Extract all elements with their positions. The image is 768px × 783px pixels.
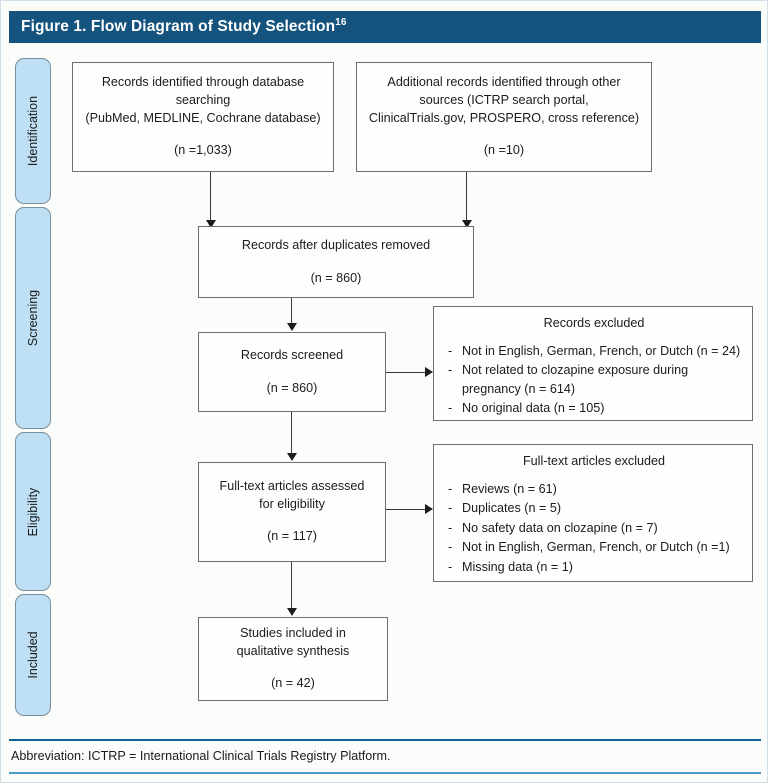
list-item: No safety data on clozapine (n = 7) bbox=[446, 519, 742, 538]
figure-title-bar: Figure 1. Flow Diagram of Study Selectio… bbox=[9, 11, 761, 43]
stage-label-screening: Screening bbox=[26, 289, 40, 347]
box-fulltext-assessed: Full-text articles assessed for eligibil… bbox=[198, 462, 386, 562]
arrowhead-other-to-duplicates bbox=[462, 220, 472, 228]
stage-tab-included: Included bbox=[15, 594, 51, 716]
box-other-sources-line1: Additional records identified through ot… bbox=[387, 74, 621, 89]
stage-tab-eligibility: Eligibility bbox=[15, 432, 51, 591]
box-records-excluded-heading: Records excluded bbox=[543, 316, 645, 330]
arrowhead-fulltext-to-included bbox=[287, 608, 297, 616]
box-duplicates-removed: Records after duplicates removed (n = 86… bbox=[198, 226, 474, 298]
box-fulltext-assessed-line1: Full-text articles assessed bbox=[219, 478, 365, 493]
list-item: Not in English, German, French, or Dutch… bbox=[446, 342, 742, 361]
list-item: Not in English, German, French, or Dutch… bbox=[446, 538, 742, 557]
box-fulltext-excluded: Full-text articles excluded Reviews (n =… bbox=[433, 444, 753, 582]
box-studies-included-line2: qualitative synthesis bbox=[236, 643, 350, 658]
list-item: No original data (n = 105) bbox=[446, 399, 742, 418]
box-duplicates-removed-count: (n = 860) bbox=[310, 270, 362, 285]
connector-fulltext-to-excluded bbox=[386, 509, 426, 510]
box-database-search: Records identified through database sear… bbox=[72, 62, 334, 172]
connector-other-to-duplicates bbox=[466, 172, 467, 222]
footnote-abbreviation: Abbreviation: ICTRP = International Clin… bbox=[11, 749, 391, 763]
figure-title-reference: 16 bbox=[335, 16, 347, 28]
box-fulltext-excluded-heading: Full-text articles excluded bbox=[522, 454, 666, 468]
figure-title-text: Figure 1. Flow Diagram of Study Selectio… bbox=[21, 18, 336, 35]
box-database-search-line2: searching bbox=[175, 92, 231, 107]
list-item: Not related to clozapine exposure during… bbox=[446, 361, 742, 398]
stage-tab-identification: Identification bbox=[15, 58, 51, 204]
connector-screened-to-fulltext bbox=[291, 412, 292, 455]
box-duplicates-removed-line1: Records after duplicates removed bbox=[241, 237, 431, 252]
connector-fulltext-to-included bbox=[291, 562, 292, 610]
box-studies-included: Studies included in qualitative synthesi… bbox=[198, 617, 388, 701]
stage-label-included: Included bbox=[26, 631, 40, 679]
box-other-sources: Additional records identified through ot… bbox=[356, 62, 652, 172]
box-other-sources-line2: sources (ICTRP search portal, bbox=[419, 92, 589, 107]
stage-label-eligibility: Eligibility bbox=[26, 487, 40, 536]
arrowhead-duplicates-to-screened bbox=[287, 323, 297, 331]
box-database-search-line1: Records identified through database bbox=[101, 74, 305, 89]
arrowhead-screened-to-fulltext bbox=[287, 453, 297, 461]
box-records-screened-count: (n = 860) bbox=[266, 380, 318, 395]
box-database-search-line3: (PubMed, MEDLINE, Cochrane database) bbox=[85, 110, 321, 125]
stage-label-identification: Identification bbox=[26, 95, 40, 167]
box-database-search-count: (n =1,033) bbox=[174, 143, 232, 158]
footer-rule-top bbox=[9, 739, 761, 741]
box-studies-included-line1: Studies included in bbox=[240, 625, 346, 640]
fulltext-excluded-list: Reviews (n = 61) Duplicates (n = 5) No s… bbox=[446, 480, 742, 576]
box-studies-included-count: (n = 42) bbox=[271, 676, 315, 691]
box-records-screened-line1: Records screened bbox=[240, 347, 344, 362]
arrowhead-screened-to-excluded bbox=[425, 367, 433, 377]
records-excluded-list: Not in English, German, French, or Dutch… bbox=[446, 342, 742, 418]
box-fulltext-assessed-line2: for eligibility bbox=[259, 496, 325, 511]
list-item: Reviews (n = 61) bbox=[446, 480, 742, 499]
box-fulltext-assessed-count: (n = 117) bbox=[267, 529, 317, 544]
connector-database-to-duplicates bbox=[210, 172, 211, 222]
box-other-sources-line3: ClinicalTrials.gov, PROSPERO, cross refe… bbox=[368, 110, 640, 125]
connector-screened-to-excluded bbox=[386, 372, 426, 373]
list-item: Missing data (n = 1) bbox=[446, 558, 742, 577]
connector-duplicates-to-screened bbox=[291, 298, 292, 325]
page-title: Figure 1. Flow Diagram of Study Selectio… bbox=[9, 16, 347, 36]
box-records-screened: Records screened (n = 860) bbox=[198, 332, 386, 412]
box-records-excluded: Records excluded Not in English, German,… bbox=[433, 306, 753, 421]
arrowhead-fulltext-to-excluded bbox=[425, 504, 433, 514]
list-item: Duplicates (n = 5) bbox=[446, 499, 742, 518]
arrowhead-database-to-duplicates bbox=[206, 220, 216, 228]
stage-tab-screening: Screening bbox=[15, 207, 51, 429]
box-other-sources-count: (n =10) bbox=[483, 143, 525, 158]
footer-rule-bottom bbox=[9, 772, 761, 774]
